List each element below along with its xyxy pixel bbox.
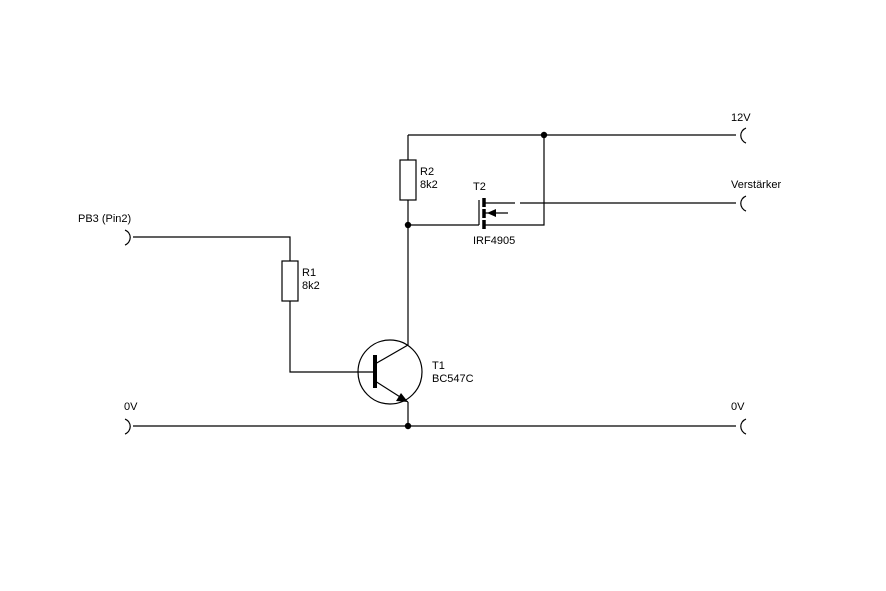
mosfet-arrow-icon xyxy=(487,209,496,217)
t1-ref: T1 xyxy=(432,360,445,372)
terminal-amplifier xyxy=(740,195,747,212)
r1-ref: R1 xyxy=(302,267,316,279)
bjt-arrow-icon xyxy=(396,393,408,402)
terminal-gnd-left xyxy=(124,418,131,435)
r2-value: 8k2 xyxy=(420,179,438,191)
r2-ref: R2 xyxy=(420,166,434,178)
label-gnd-right: 0V xyxy=(731,401,745,413)
t2-value: IRF4905 xyxy=(473,235,515,247)
resistor-r2 xyxy=(399,159,417,201)
bjt-collector xyxy=(374,344,409,365)
resistor-r1 xyxy=(281,260,299,302)
label-gnd-left: 0V xyxy=(124,401,138,413)
r1-value: 8k2 xyxy=(302,280,320,292)
wire-source xyxy=(484,135,545,226)
terminal-12v xyxy=(740,127,747,144)
t1-value: BC547C xyxy=(432,373,474,385)
label-amplifier: Verstärker xyxy=(731,179,781,191)
junction-gnd xyxy=(404,422,412,430)
terminal-gnd-right xyxy=(740,418,747,435)
terminal-pb3 xyxy=(124,229,131,246)
label-pb3: PB3 (Pin2) xyxy=(78,213,131,225)
wire-base xyxy=(289,301,374,373)
label-12v: 12V xyxy=(731,112,751,124)
wire-pb3 xyxy=(133,236,291,261)
transistor-t1-body xyxy=(357,339,423,405)
t2-ref: T2 xyxy=(473,181,486,193)
